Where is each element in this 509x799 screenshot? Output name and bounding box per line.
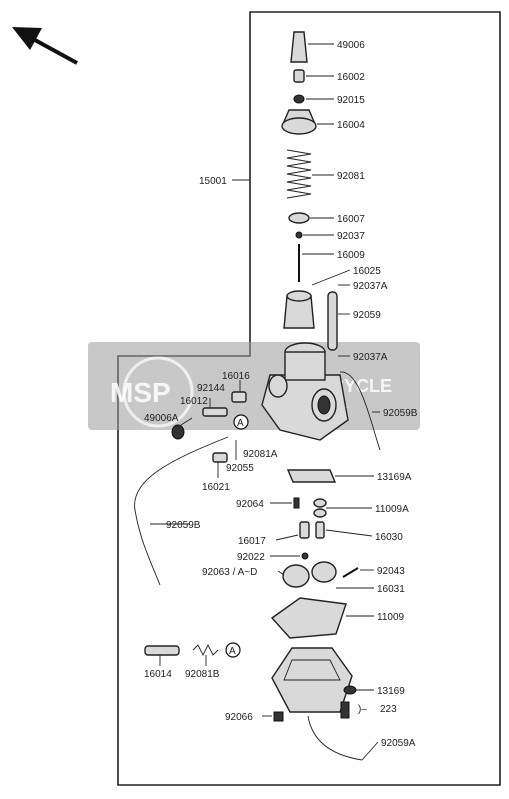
part-11009a-gasket <box>313 498 327 518</box>
svg-text:A: A <box>237 418 244 429</box>
arrow-up-left-icon <box>12 27 78 65</box>
callout-92064: 92064 <box>236 499 264 510</box>
part-92015-nut <box>293 94 305 104</box>
callout-92144: 92144 <box>197 383 225 394</box>
callout-92066: 92066 <box>225 712 253 723</box>
callout-92059b-left: 92059B <box>166 520 201 531</box>
callout-49006: 49006 <box>337 40 365 51</box>
callout-13169a: 13169A <box>377 472 412 483</box>
callout-92059: 92059 <box>353 310 381 321</box>
watermark-text: MSP <box>110 377 171 408</box>
callout-92015: 92015 <box>337 95 365 106</box>
callout-92037a-bottom: 92037A <box>353 352 388 363</box>
part-11009-gasket <box>270 597 347 639</box>
circle-a-marker-icon: A <box>233 414 249 430</box>
callout-92043: 92043 <box>377 566 405 577</box>
callout-92063: 92063 / A~D <box>202 567 257 578</box>
callout-16009: 16009 <box>337 250 365 261</box>
callout-16004: 16004 <box>337 120 365 131</box>
callout-11009a: 11009A <box>375 504 409 515</box>
part-49006-cap <box>290 31 308 63</box>
part-16016-jet <box>231 391 247 403</box>
callout-16030: 16030 <box>375 532 403 543</box>
callout-223: 223 <box>380 704 397 715</box>
part-92022-washer <box>301 552 309 560</box>
part-13169a-gasket <box>286 469 337 483</box>
callout-16007: 16007 <box>337 214 365 225</box>
part-49006a-cap <box>171 424 185 440</box>
callout-16002: 16002 <box>337 72 365 83</box>
part-16002-adjuster <box>293 69 305 83</box>
part-16030-valve <box>315 521 325 539</box>
callout-92059a: 92059A <box>381 738 416 749</box>
part-16031-float <box>282 561 337 588</box>
callout-16025: 16025 <box>353 266 381 277</box>
callout-92059b-right: 92059B <box>383 408 418 419</box>
callout-16016: 16016 <box>222 371 250 382</box>
callout-49006a: 49006A <box>144 413 179 424</box>
hose-92059a <box>307 715 363 761</box>
hose-92059b-left <box>134 436 229 586</box>
callout-16031: 16031 <box>377 584 405 595</box>
callout-223-bracket: )– <box>358 704 367 715</box>
callout-92022: 92022 <box>237 552 265 563</box>
callout-92081b: 92081B <box>185 669 220 680</box>
part-16025-throttle-valve <box>283 290 315 329</box>
callout-13169: 13169 <box>377 686 405 697</box>
callout-11009: 11009 <box>377 612 405 623</box>
part-float-bowl <box>271 647 353 713</box>
part-16012-screw <box>202 407 228 417</box>
callout-15001: 15001 <box>199 176 227 187</box>
part-16017-jet <box>299 521 310 539</box>
callout-92081a: 92081A <box>243 449 278 460</box>
part-13169-gasket <box>343 685 357 695</box>
hose-92059b-right <box>339 371 381 451</box>
part-92081b-spring <box>192 643 219 657</box>
callout-16014: 16014 <box>144 669 172 680</box>
part-16004-top-cap <box>281 109 317 135</box>
part-223-plug <box>340 701 350 719</box>
part-16014-screw <box>144 645 180 656</box>
callout-92055: 92055 <box>226 463 254 474</box>
part-carburetor-body <box>261 342 349 441</box>
part-92059-vent-hose <box>327 291 338 351</box>
callout-16012: 16012 <box>180 396 208 407</box>
circle-a-marker-icon-lower: A <box>225 642 241 658</box>
svg-text:A: A <box>229 646 236 657</box>
part-16007-plate <box>288 212 310 224</box>
part-92081-spring <box>286 149 312 199</box>
part-92043-pin <box>342 567 359 578</box>
callout-92037a-top: 92037A <box>353 281 388 292</box>
callout-92081: 92081 <box>337 171 365 182</box>
part-92064-screw <box>293 497 300 509</box>
callout-16021: 16021 <box>202 482 230 493</box>
part-92037-clip <box>295 231 303 239</box>
callout-92037: 92037 <box>337 231 365 242</box>
part-92066-screw <box>273 711 284 722</box>
callout-16017: 16017 <box>238 536 266 547</box>
leader-lines <box>150 43 380 761</box>
part-16021-pilot-screw <box>212 452 228 463</box>
